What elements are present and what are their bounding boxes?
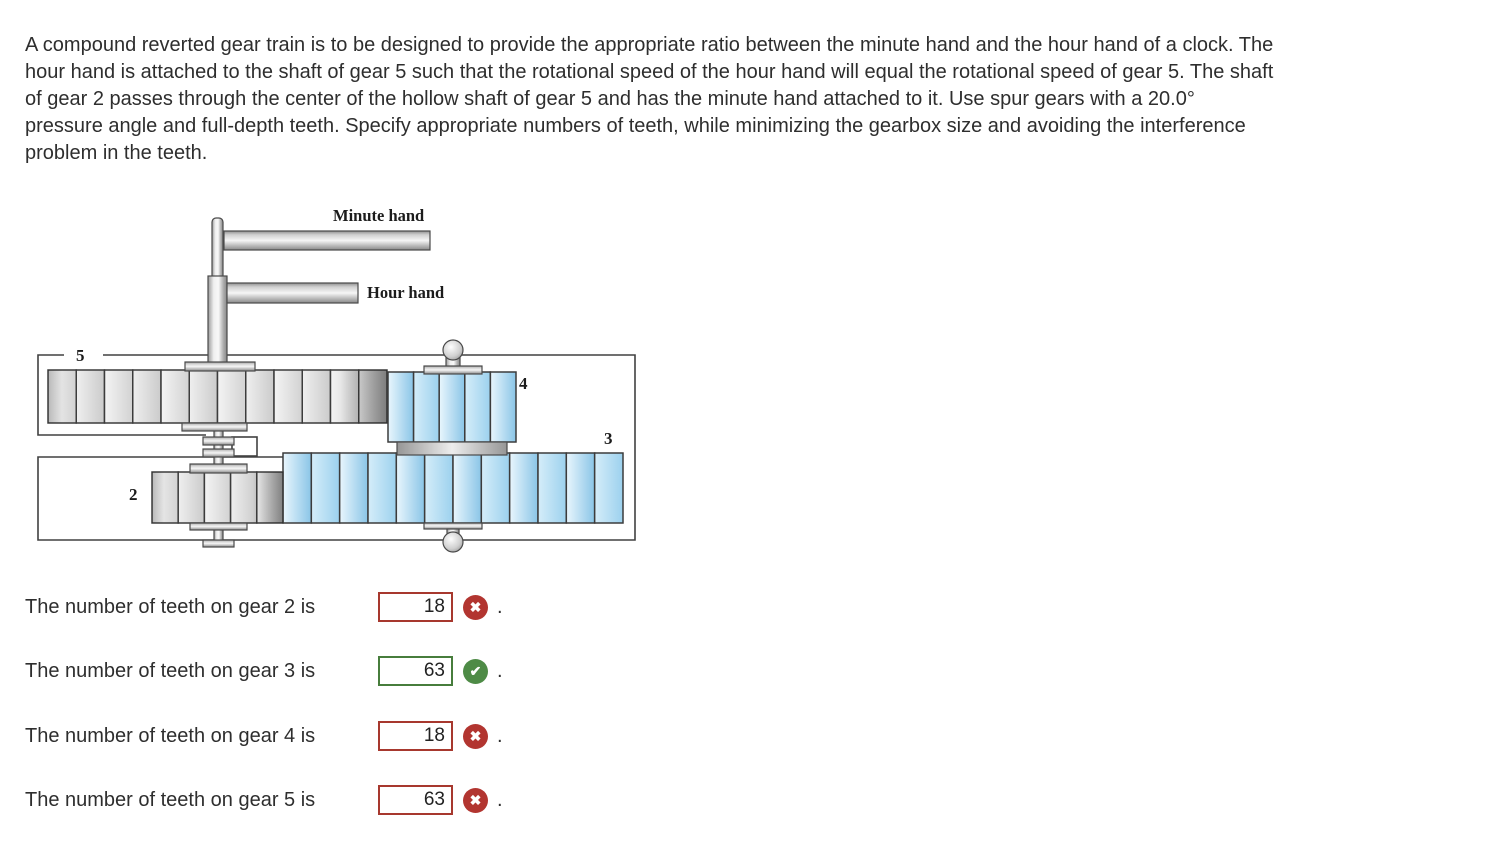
- gear5-number-label: 5: [76, 346, 85, 365]
- gear4-top-plate: [423, 365, 483, 375]
- correct-icon: ✔: [463, 658, 488, 684]
- gearbox-housing: [37, 354, 636, 541]
- gear2-shaft-foot: [202, 539, 235, 548]
- gear5-bottom-collar: [181, 422, 248, 432]
- hour-hand-label: Hour hand: [367, 283, 444, 302]
- gear-2: [151, 471, 284, 524]
- minute-hand-arm: [223, 230, 431, 251]
- sentence-period: .: [497, 595, 503, 618]
- minute-hand-label: Minute hand: [333, 206, 424, 225]
- shaft-washer-lower: [202, 448, 235, 458]
- hour-hand-arm: [226, 282, 359, 304]
- hour-hand-hollow-shaft: [207, 275, 228, 365]
- bearing-bracket: [231, 436, 258, 457]
- answer-label: The number of teeth on gear 4 is: [25, 724, 316, 747]
- sentence-period: .: [497, 724, 503, 747]
- gear2-bottom-collar: [189, 522, 248, 531]
- gear4-gear3-hub: [396, 441, 508, 456]
- teeth-input-gear-5[interactable]: [378, 785, 453, 815]
- incorrect-icon: ✖: [463, 594, 488, 620]
- answer-row-gear-5: The number of teeth on gear 5 is ✖ .: [25, 783, 503, 817]
- teeth-input-gear-4[interactable]: [378, 721, 453, 751]
- answer-label: The number of teeth on gear 5 is: [25, 788, 316, 811]
- housing-upper-left: [37, 354, 206, 436]
- gear2-number-label: 2: [129, 485, 138, 504]
- answer-row-gear-3: The number of teeth on gear 3 is ✔ .: [25, 654, 503, 688]
- shaft-washer-upper: [202, 436, 235, 446]
- gear-5: [47, 369, 388, 424]
- sentence-period: .: [497, 659, 503, 682]
- gear2-top-collar: [189, 463, 248, 474]
- teeth-input-gear-2[interactable]: [378, 592, 453, 622]
- answer-row-gear-2: The number of teeth on gear 2 is ✖ .: [25, 590, 503, 624]
- bottom-bearing-pin: [442, 531, 464, 553]
- gear3-number-label: 3: [604, 429, 613, 448]
- teeth-input-gear-3[interactable]: [378, 656, 453, 686]
- gear-4: [387, 371, 517, 443]
- housing-outline: [37, 354, 636, 541]
- incorrect-icon: ✖: [463, 787, 488, 813]
- incorrect-icon: ✖: [463, 723, 488, 749]
- top-bearing-pin: [442, 339, 464, 361]
- gear3-bottom-plate: [423, 522, 483, 530]
- gear4-number-label: 4: [519, 374, 528, 393]
- gear5-top-collar: [184, 361, 256, 372]
- minute-hand-shaft: [211, 217, 224, 281]
- answer-label: The number of teeth on gear 2 is: [25, 595, 316, 618]
- diagram-container: Minute hand Hour hand 5 4 3 2: [0, 195, 660, 567]
- gear-3: [282, 452, 624, 524]
- problem-statement: A compound reverted gear train is to be …: [25, 34, 1274, 164]
- sentence-period: .: [497, 788, 503, 811]
- answer-label: The number of teeth on gear 3 is: [25, 659, 316, 682]
- gear-train-diagram: Minute hand Hour hand 5 4 3 2: [37, 206, 636, 553]
- answer-row-gear-4: The number of teeth on gear 4 is ✖ .: [25, 719, 503, 753]
